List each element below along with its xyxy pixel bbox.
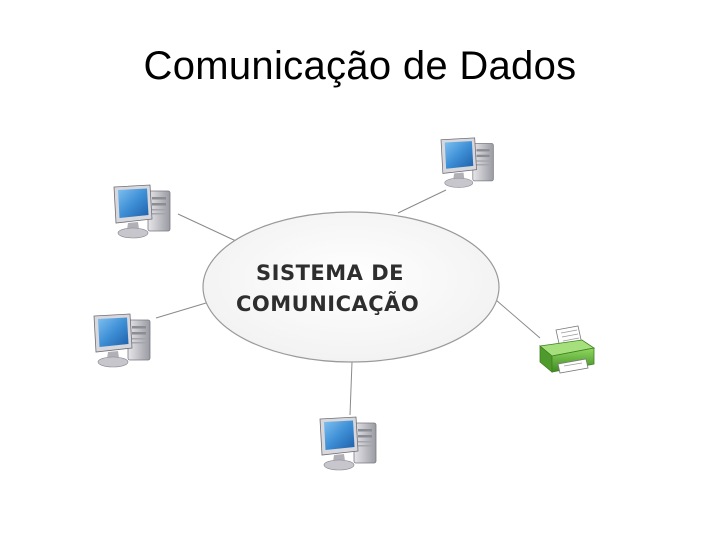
line-to-computer-top-left [177,213,237,242]
hub-label-line2: COMUNICAÇÃO [236,291,419,316]
connector-lines [155,189,541,416]
computer-top-right-icon [440,137,494,188]
slide-title: Comunicação de Dados [143,44,577,88]
communication-system-hub: SISTEMA DE COMUNICAÇÃO [202,211,500,363]
line-to-computer-top-right [397,189,447,214]
line-to-printer-right [495,299,541,339]
hub-label-line1: SISTEMA DE [256,261,404,285]
computer-top-left-icon [113,184,171,239]
computer-bottom-icon [319,416,377,471]
line-to-computer-middle-left [155,302,207,319]
line-to-computer-bottom [349,361,353,416]
computer-middle-left-icon [93,313,151,368]
printer-icon [539,325,596,374]
